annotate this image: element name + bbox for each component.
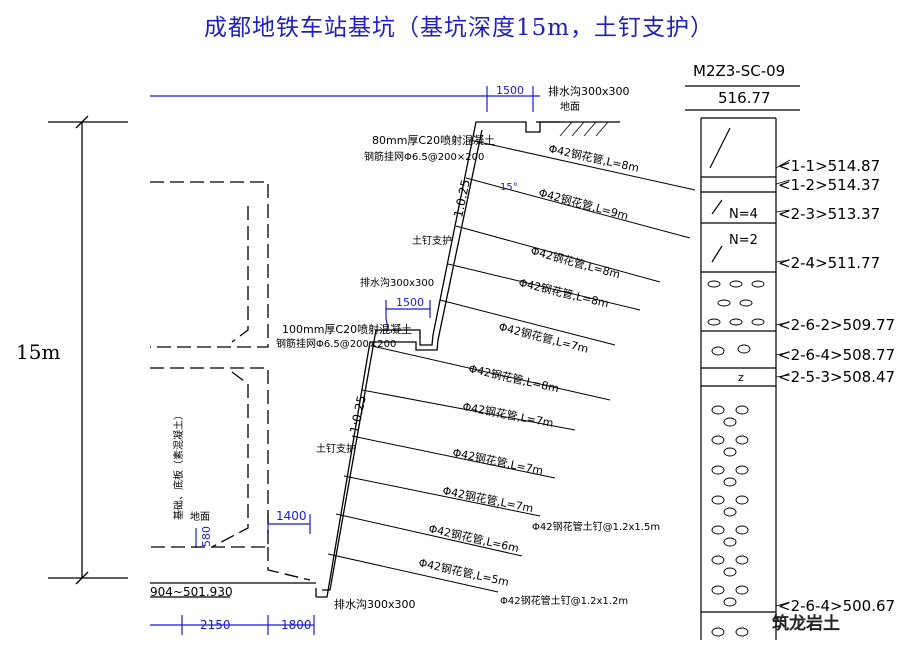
n-value-2: N=2 <box>729 233 758 248</box>
borehole-layer-label: <2-4>511.77 <box>778 254 880 272</box>
n-value-1: N=4 <box>729 207 758 222</box>
structure-base <box>150 582 316 598</box>
lower-support-label: 土钉支护 <box>316 442 356 455</box>
soil-nail-line <box>447 263 641 311</box>
watermark: 筑龙岩土 <box>772 614 840 634</box>
borehole-layer-label: <1-1>514.87 <box>778 157 880 175</box>
upper-slope-ratio: 1:0.25 <box>451 178 473 218</box>
soil-nail-line <box>327 553 499 593</box>
soil-nail-line <box>465 177 691 239</box>
soil-nail-line <box>469 139 696 191</box>
layer-symbol-z: z <box>738 371 744 384</box>
borehole-top-elev: 516.77 <box>718 89 771 107</box>
soil-nail-line <box>455 225 661 283</box>
soil-nail-label: Φ42钢花管,L=8m <box>517 275 610 310</box>
borehole-column <box>685 85 800 640</box>
lower-slope-ratio: 1:0.25 <box>347 394 369 434</box>
soil-nail-line <box>371 345 611 401</box>
soil-nail-label: Φ42钢花管,L=7m <box>451 445 544 477</box>
excavation-depth-label: 15m <box>16 340 61 364</box>
structure-elev-range: 904~501.930 <box>150 585 233 599</box>
soil-nail-line <box>361 389 576 431</box>
lower-facing-1: 100mm厚C20喷射混凝土 <box>282 322 412 336</box>
drain-bottom-label: 排水沟300x300 <box>334 597 416 611</box>
dim-1800: 1800 <box>281 618 312 632</box>
soil-nail-line <box>343 475 541 517</box>
diagram-title: 成都地铁车站基坑（基坑深度15m，土钉支护） <box>203 15 715 41</box>
soil-nail-line <box>439 299 616 346</box>
soil-nail-label: Φ42钢花管,L=8m <box>547 141 640 175</box>
floor-label: 地面 <box>190 510 210 523</box>
vertical-note: 基础、底板（素混凝土） <box>172 410 185 520</box>
soil-nail-label: Φ42钢花管,L=8m <box>467 361 560 395</box>
dim-2150: 2150 <box>200 618 231 632</box>
borehole-layer-label: <2-6-4>500.67 <box>778 597 895 615</box>
lock-nail-label-1: Φ42钢花管土钉@1.2x1.5m <box>532 520 660 533</box>
depth-dimension <box>48 115 128 585</box>
lock-nail-label-2: Φ42钢花管土钉@1.2x1.2m <box>500 594 628 607</box>
soil-nail-label: Φ42钢花管,L=8m <box>529 243 622 281</box>
borehole-layer-label: <2-5-3>508.47 <box>778 368 895 386</box>
dim-1400: 1400 <box>276 509 307 523</box>
borehole-layer-label: <1-2>514.37 <box>778 176 880 194</box>
soil-nail-lines <box>327 139 696 593</box>
borehole-layer-label: <2-3>513.37 <box>778 205 880 223</box>
soil-nail-label: Φ42钢花管,L=7m <box>497 319 590 355</box>
dim-580: 580 <box>200 526 213 547</box>
soil-nail-label: Φ42钢花管,L=7m <box>441 483 534 515</box>
soil-nail-label: Φ42钢花管,L=9m <box>537 185 630 222</box>
lower-facing-2: 钢筋挂网Φ6.5@200×200 <box>276 337 396 350</box>
upper-facing-1: 80mm厚C20喷射混凝土 <box>372 133 495 147</box>
drain-top-label: 排水沟300x300 <box>548 84 630 98</box>
ground-hatch <box>559 121 609 137</box>
blue-dimension-lines <box>150 86 540 635</box>
upper-facing-2: 钢筋挂网Φ6.5@200×200 <box>364 150 484 163</box>
ground-label: 地面 <box>560 100 580 113</box>
mid-drain-label: 排水沟300x300 <box>360 276 434 289</box>
upper-support-label: 土钉支护 <box>412 234 452 247</box>
station-structure <box>150 181 311 581</box>
borehole-layer-label: <2-6-2>509.77 <box>778 316 895 334</box>
excavation-profile <box>315 121 620 598</box>
upper-berm-width: 1500 <box>496 84 524 97</box>
soil-nail-line <box>335 513 523 557</box>
soil-nail-label: Φ42钢花管,L=7m <box>461 399 554 430</box>
borehole-id: M2Z3-SC-09 <box>693 62 785 80</box>
gravel-symbols <box>707 280 765 637</box>
borehole-layer-label: <2-6-4>508.77 <box>778 346 895 364</box>
lower-berm-width: 1500 <box>396 296 424 309</box>
soil-nail-line <box>351 435 556 479</box>
borehole-layer-labels: <1-1>514.87<1-2>514.37 <2-3>513.37 <2-4>51… <box>778 157 895 615</box>
nail-angle-label: 15° <box>500 182 518 193</box>
borehole-leaders <box>775 159 791 607</box>
